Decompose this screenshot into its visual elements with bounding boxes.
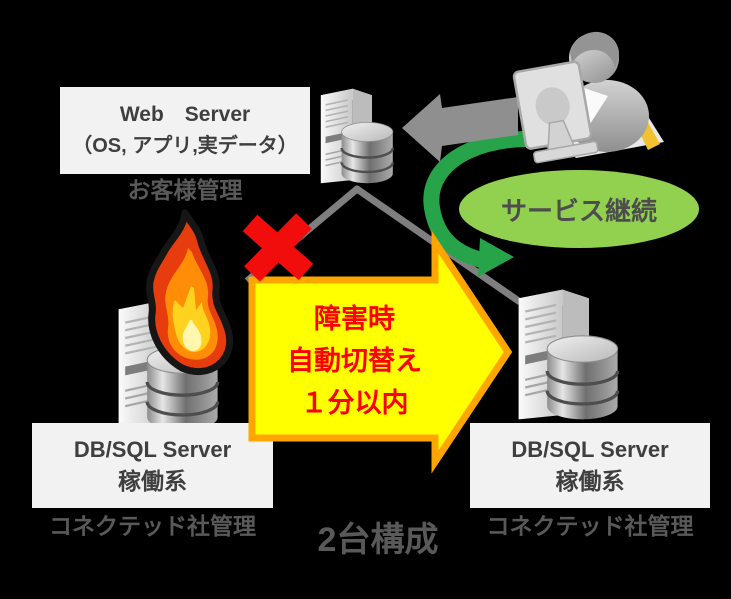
failure-x-icon <box>242 213 314 282</box>
web-server-box: Web Server （OS, アプリ,実データ） <box>60 87 310 174</box>
standby-db-role: 稼働系 <box>555 467 625 494</box>
web-server-title: Web Server <box>119 102 251 126</box>
web-server-caption: お客様管理 <box>127 177 243 203</box>
footer-caption: 2台構成 <box>317 521 439 559</box>
web-server-subtitle: （OS, アプリ,実データ） <box>72 134 298 157</box>
primary-db-role: 稼働系 <box>118 467 187 494</box>
failover-line-1: 障害時 <box>314 304 395 334</box>
failover-line-2: 自動切替え <box>287 346 422 376</box>
request-arrow-icon <box>402 94 518 162</box>
fire-icon <box>146 209 234 376</box>
service-continuity-label: サービス継続 <box>500 195 657 226</box>
failover-line-3: １分以内 <box>300 388 409 418</box>
service-continuity-badge: サービス継続 <box>459 170 699 248</box>
primary-db-title: DB/SQL Server <box>73 436 232 462</box>
standby-db-caption: コネクテッド社管理 <box>486 513 694 539</box>
primary-db-box: DB/SQL Server 稼働系 <box>32 423 273 508</box>
standby-db-box: DB/SQL Server 稼働系 <box>470 423 710 508</box>
failover-arrow-text: 障害時 自動切替え １分以内 <box>252 298 457 424</box>
failover-arrow <box>248 230 513 474</box>
primary-db-caption: コネクテッド社管理 <box>49 513 256 539</box>
continuity-arrow-icon <box>423 130 578 277</box>
user-client-icon <box>512 31 664 164</box>
standby-db-title: DB/SQL Server <box>511 436 669 462</box>
